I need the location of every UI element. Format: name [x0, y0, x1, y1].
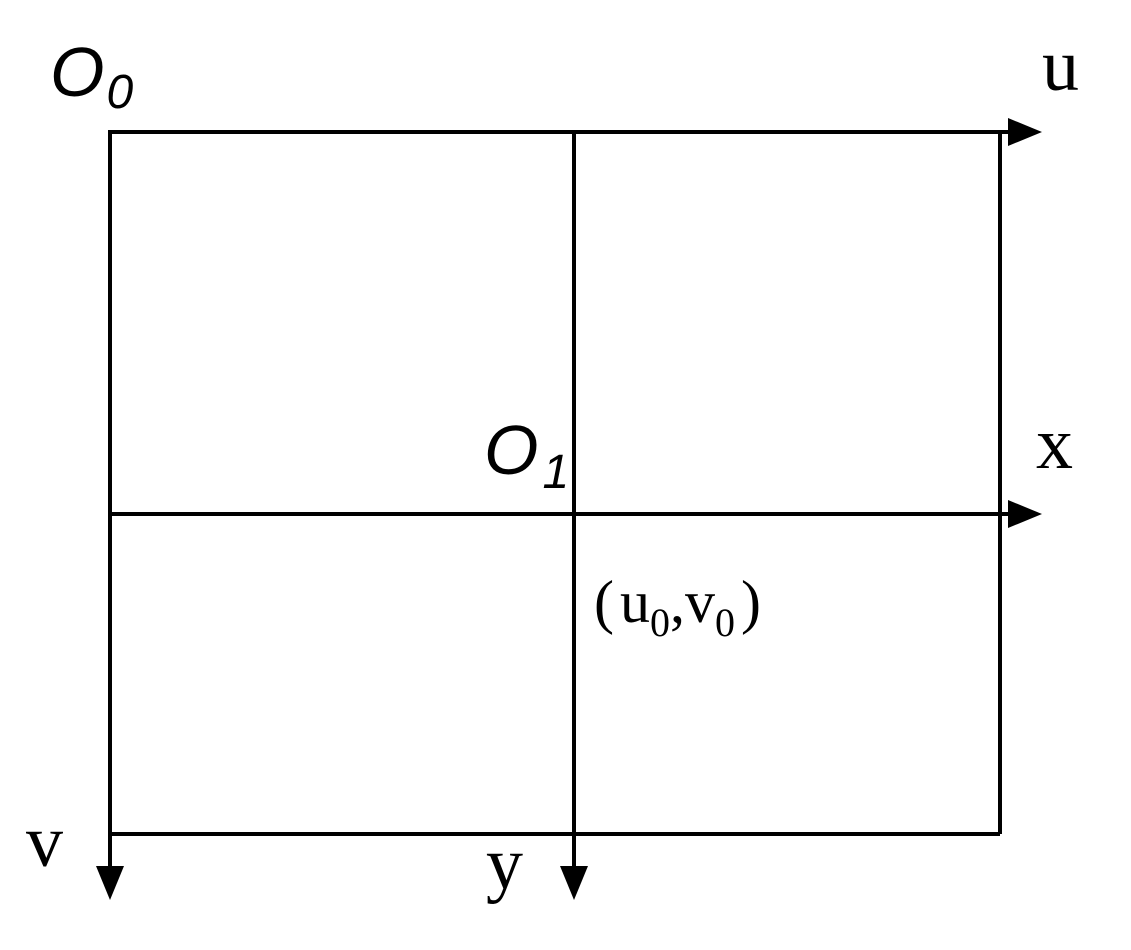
origin-image-main: O [484, 411, 538, 489]
pp-close-paren: ) [741, 569, 761, 635]
origin-image-label: O1 [484, 411, 569, 499]
pp-open-paren: ( [594, 569, 614, 635]
u-axis [108, 118, 1042, 146]
origin-image-sub: 1 [542, 446, 569, 499]
v-axis-arrowhead [96, 866, 124, 900]
pp-v: v [685, 569, 715, 635]
x-axis-arrowhead [1008, 500, 1042, 528]
origin-pixel-sub: 0 [106, 66, 133, 119]
principal-point-label: (u0,v0) [594, 569, 761, 645]
pp-u-sub: 0 [650, 600, 670, 645]
y-axis [560, 132, 588, 900]
y-axis-arrowhead [560, 866, 588, 900]
u-axis-label: u [1042, 25, 1079, 107]
pp-comma: , [670, 569, 685, 635]
x-axis [110, 500, 1042, 528]
v-axis [96, 130, 124, 900]
pp-v-sub: 0 [715, 600, 735, 645]
y-axis-label: y [486, 823, 523, 905]
pp-u: u [620, 569, 650, 635]
origin-pixel-main: O [50, 33, 104, 111]
x-axis-label: x [1036, 403, 1073, 485]
origin-pixel-label: O0 [50, 33, 133, 119]
u-axis-arrowhead [1008, 118, 1042, 146]
v-axis-label: v [26, 801, 63, 883]
